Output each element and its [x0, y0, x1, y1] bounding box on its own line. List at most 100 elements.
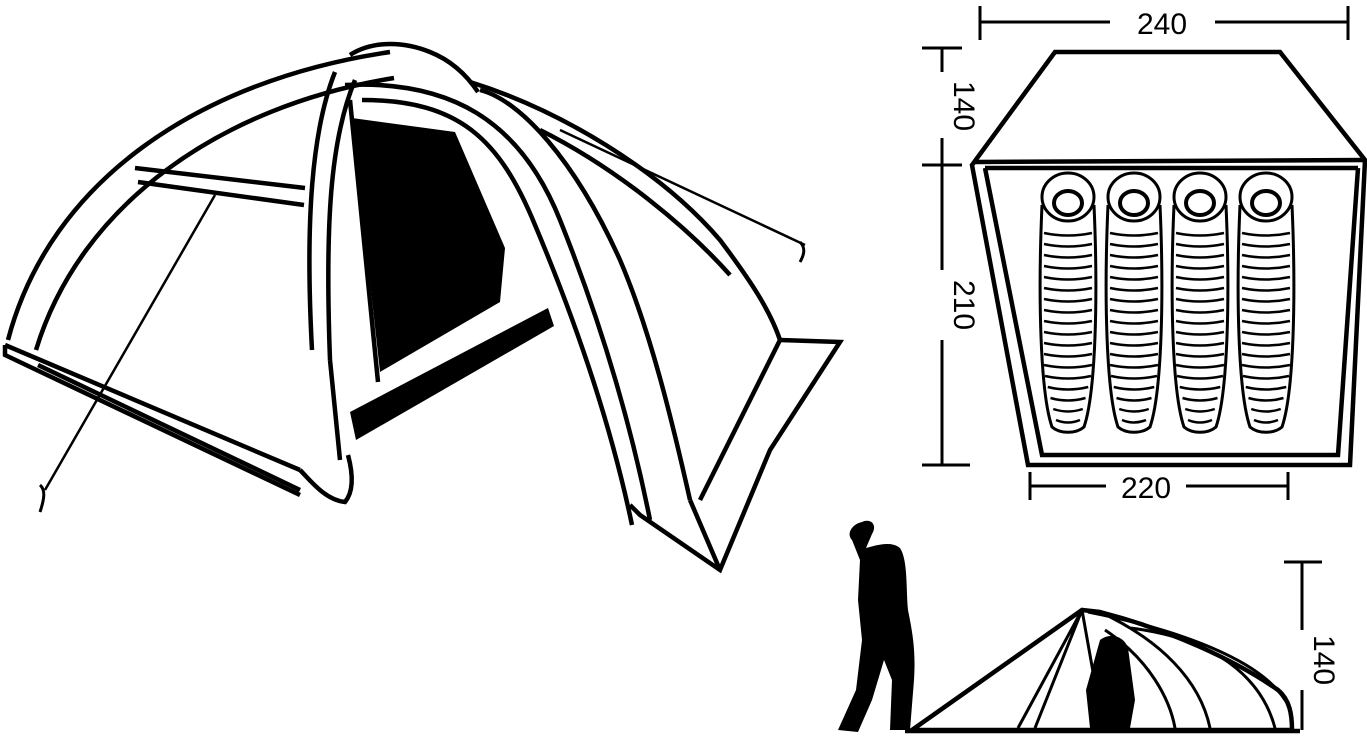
tent-right-pole-outer [479, 87, 693, 501]
sleeping-bag-quilt-line [1175, 363, 1225, 369]
sleeping-bag-quilt-line [1175, 242, 1225, 248]
sleeping-bag-quilt-line [1175, 286, 1225, 292]
sleeping-bag-quilt-line [1241, 242, 1291, 248]
sleeping-bag-quilt-line [1121, 418, 1147, 424]
sleeping-bag-quilt-line [1250, 407, 1282, 413]
sleeping-bag [1038, 171, 1098, 434]
sleeping-bag-quilt-line [1118, 407, 1150, 413]
sleeping-bag [1104, 171, 1164, 434]
tent-right-vestibule-inner [687, 338, 783, 571]
sleeping-bag-quilt-line [1113, 385, 1155, 391]
sleeping-bag-quilt-line [1109, 286, 1159, 292]
tent-front-pole-left [307, 71, 338, 351]
sleeping-bag-face-opening [1184, 189, 1216, 217]
sleeping-bag-quilt-line [1175, 253, 1225, 259]
sleeping-bag-quilt-line [1109, 330, 1159, 336]
dimension-height: 140 [1284, 560, 1340, 730]
tent-guy-peg-left [38, 483, 46, 513]
sleeping-bag-face-opening [1250, 189, 1282, 217]
dimension-inner-width: 220 [1028, 472, 1290, 505]
tent-door-opening [352, 118, 505, 372]
sleeping-bag-quilt-line [1241, 341, 1291, 347]
sleeping-bag-quilt-line [1043, 308, 1093, 314]
person-inside-tent [1086, 635, 1135, 728]
sleeping-bag-quilt-line [1109, 231, 1159, 237]
dimension-inner-width-label: 220 [1121, 472, 1171, 505]
sleeping-bag-face-opening [1052, 189, 1084, 217]
tent-perspective-illustration [2, 41, 845, 574]
sleeping-bag-quilt-line [1241, 352, 1291, 358]
side-elevation: 140 [838, 520, 1340, 734]
tent-rear-canopy-edge [469, 79, 783, 341]
tent-right-vestibule-wall [628, 337, 845, 574]
sleeping-bag-quilt-line [1052, 407, 1084, 413]
sleeping-bag-quilt-line [1175, 352, 1225, 358]
tent-guy-line-left [43, 194, 217, 491]
sleeping-bag-quilt-line [1043, 330, 1093, 336]
sleeping-bag-quilt-line [1109, 275, 1159, 281]
sleeping-bag-quilt-line [1175, 319, 1225, 325]
sleeping-bag-quilt-line [1176, 374, 1224, 380]
sleeping-bag-face-opening [1118, 189, 1150, 217]
sleeping-bag-quilt-line [1241, 330, 1291, 336]
tent-left-floor-edge [2, 342, 301, 498]
sleeping-bag-quilt-line [1182, 396, 1218, 402]
sleeping-bag-quilt-line [1175, 264, 1225, 270]
sleeping-bag-quilt-line [1043, 363, 1093, 369]
dimension-height-label: 140 [1307, 635, 1340, 685]
sleeping-bag-quilt-line [1110, 374, 1158, 380]
sleeping-bag-quilt-line [1043, 242, 1093, 248]
sleeping-bag-quilt-line [1043, 286, 1093, 292]
sleeping-bag-body [1170, 204, 1230, 434]
sleeping-bag-body [1236, 204, 1296, 434]
sleeping-bag-quilt-line [1175, 231, 1225, 237]
person-silhouette [838, 520, 915, 732]
dimension-top-width: 240 [978, 6, 1350, 41]
sleeping-bag-quilt-line [1109, 308, 1159, 314]
sleeping-bag-quilt-line [1248, 396, 1284, 402]
sleeping-bag-quilt-line [1187, 418, 1213, 424]
sleeping-bag-quilt-line [1175, 308, 1225, 314]
tent-guy-peg-right [798, 240, 806, 263]
sleeping-bag-quilt-line [1043, 275, 1093, 281]
tent-top-hub [348, 41, 480, 94]
sleeping-bag-quilt-line [1241, 231, 1291, 237]
tent-right-pole [344, 82, 653, 521]
sleeping-bag-quilt-line [1055, 418, 1081, 424]
sleeping-bag-quilt-line [1043, 297, 1093, 303]
sleeping-bag-quilt-line [1047, 385, 1089, 391]
sleeping-bag-quilt-line [1043, 341, 1093, 347]
tent-awning-bar [134, 165, 306, 208]
sleeping-bag-quilt-line [1109, 363, 1159, 369]
dimension-top-width-label: 240 [1137, 8, 1187, 41]
floor-plan-outline [969, 49, 1367, 468]
sleeping-bag-quilt-line [1245, 385, 1287, 391]
sleeping-bag-quilt-line [1175, 297, 1225, 303]
sleeping-bag-quilt-line [1043, 231, 1093, 237]
sleeping-bag-quilt-line [1043, 319, 1093, 325]
sleeping-bag-quilt-line [1184, 407, 1216, 413]
sleeping-bag-quilt-line [1109, 264, 1159, 270]
sleeping-bag-quilt-line [1043, 253, 1093, 259]
sleeping-bag-quilt-line [1241, 264, 1291, 270]
dimension-vestibule-depth-label: 140 [947, 81, 980, 131]
sleeping-bag-quilt-line [1175, 330, 1225, 336]
sleeping-bag-quilt-line [1241, 297, 1291, 303]
sleeping-bag-quilt-line [1242, 374, 1290, 380]
sleeping-bag-quilt-line [1241, 319, 1291, 325]
sleeping-bag-quilt-line [1241, 275, 1291, 281]
floor-plan: 240 140 210 220 [922, 6, 1367, 505]
sleeping-bag-hood [1040, 171, 1096, 223]
sleeping-bag-quilt-line [1050, 396, 1086, 402]
sleeping-bag-quilt-line [1241, 308, 1291, 314]
tent-front-pole-left-inner [326, 79, 358, 361]
sleeping-bag-quilt-line [1109, 352, 1159, 358]
tent-rear-canopy-edge-inner [538, 127, 732, 277]
sleeping-bag-quilt-line [1175, 341, 1225, 347]
sleeping-bag [1236, 171, 1296, 434]
floor-plan-inner-outline [974, 157, 1366, 458]
tent-front-corner [298, 454, 354, 505]
sleeping-bag-hood [1106, 171, 1162, 223]
sleeping-bags [1038, 171, 1296, 434]
